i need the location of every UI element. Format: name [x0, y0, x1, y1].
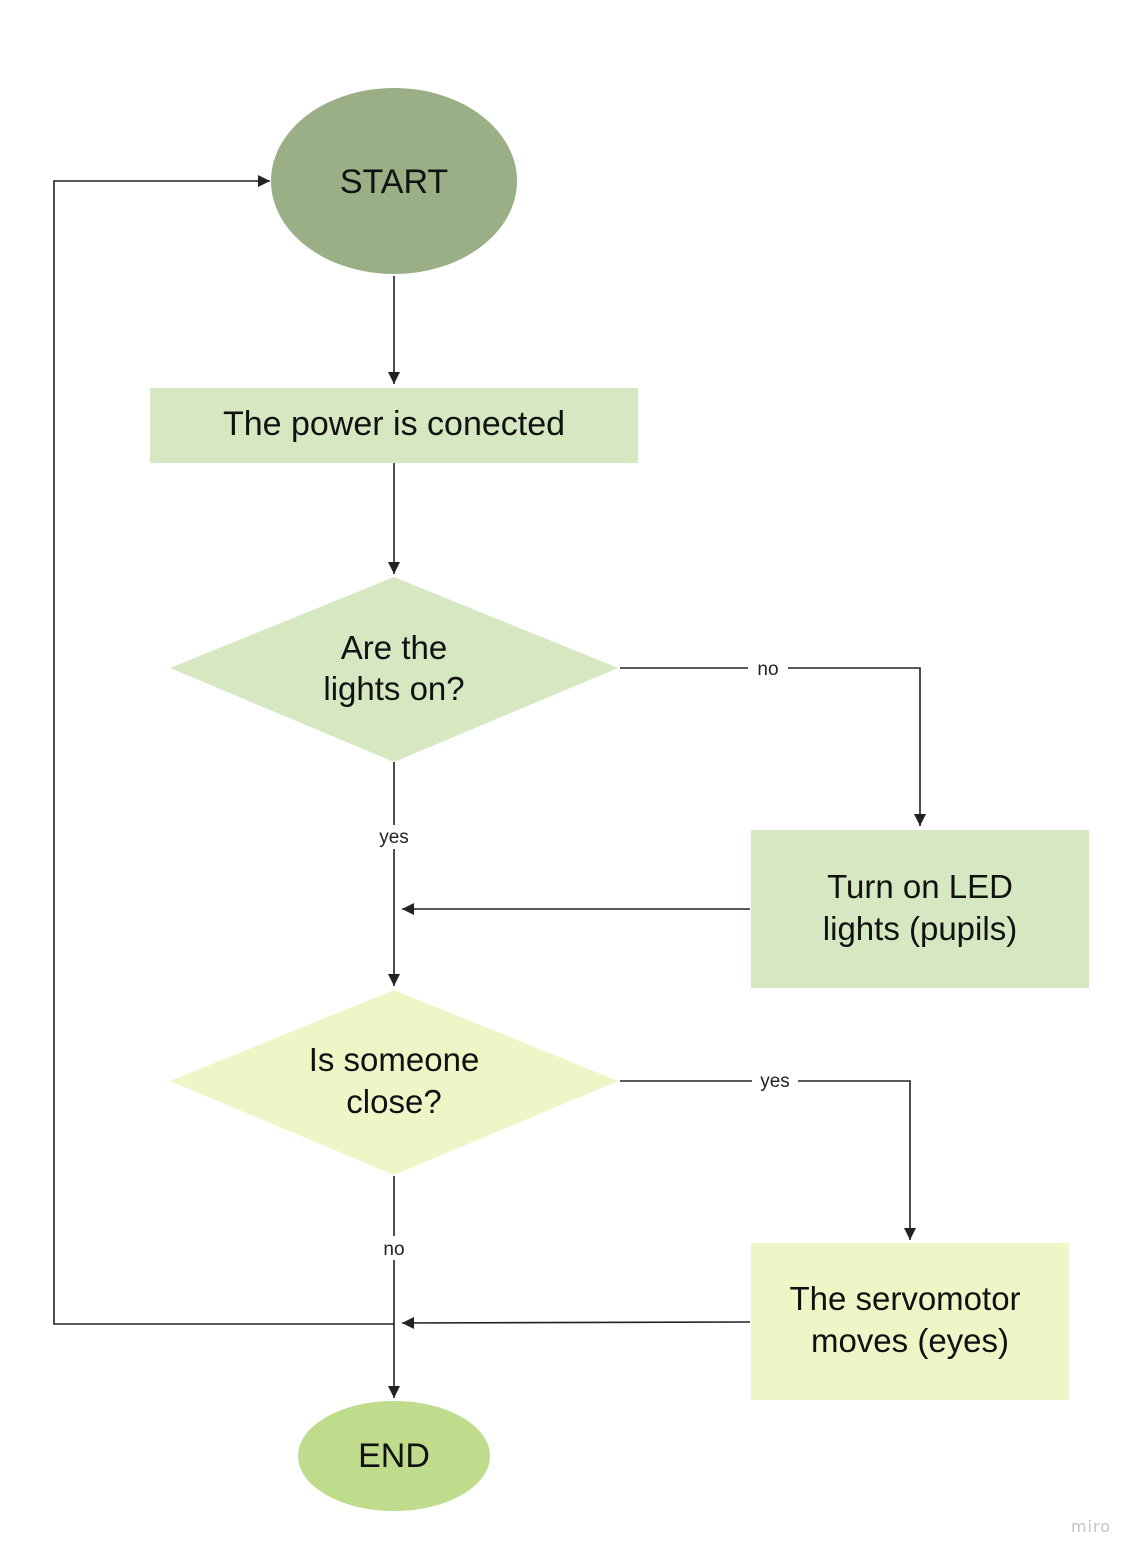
edge-label-bg-lights-no	[748, 656, 788, 680]
edge-someone-yes	[620, 1080, 916, 1240]
servomotor-box	[751, 1243, 1069, 1400]
edge-label-bg-lights-yes	[372, 825, 416, 849]
edge-label-someone-yes: yes	[760, 1071, 790, 1092]
edge-label-someone-no: no	[383, 1239, 404, 1260]
start-node	[271, 88, 517, 274]
servomotor-label-line-1: The servomotor	[789, 1280, 1020, 1317]
miro-watermark: miro	[1070, 1517, 1111, 1536]
turn-on-led-label-line-1: Turn on LED	[827, 868, 1013, 905]
edge-label-lights-yes: yes	[379, 827, 409, 848]
edge-label-lights-no: no	[757, 659, 778, 680]
edge-label-bg-someone-no	[374, 1236, 414, 1260]
power-connected-box	[150, 388, 638, 463]
someone-close-label-line-1: Is someone	[309, 1041, 480, 1078]
edge-label-bg-someone-yes	[752, 1068, 798, 1092]
power-connected-label: The power is conected	[223, 405, 565, 443]
lights-on-decision	[170, 577, 618, 762]
someone-close-decision	[170, 990, 618, 1175]
lights-on-label-line-1: Are the	[341, 629, 447, 666]
turn-on-led-label-line-2: lights (pupils)	[823, 910, 1017, 947]
end-label: END	[358, 1437, 430, 1475]
edge-lights-no	[620, 667, 926, 826]
turn-on-led-box	[751, 830, 1089, 988]
edge-loop-back-to-start	[53, 175, 394, 1325]
start-label: START	[340, 163, 448, 201]
edge-servo-to-merge	[401, 1316, 751, 1329]
lights-on-label-line-2: lights on?	[323, 670, 464, 707]
someone-close-label-line-2: close?	[346, 1083, 441, 1120]
end-node	[298, 1401, 490, 1511]
servomotor-label-line-2: moves (eyes)	[811, 1322, 1009, 1359]
